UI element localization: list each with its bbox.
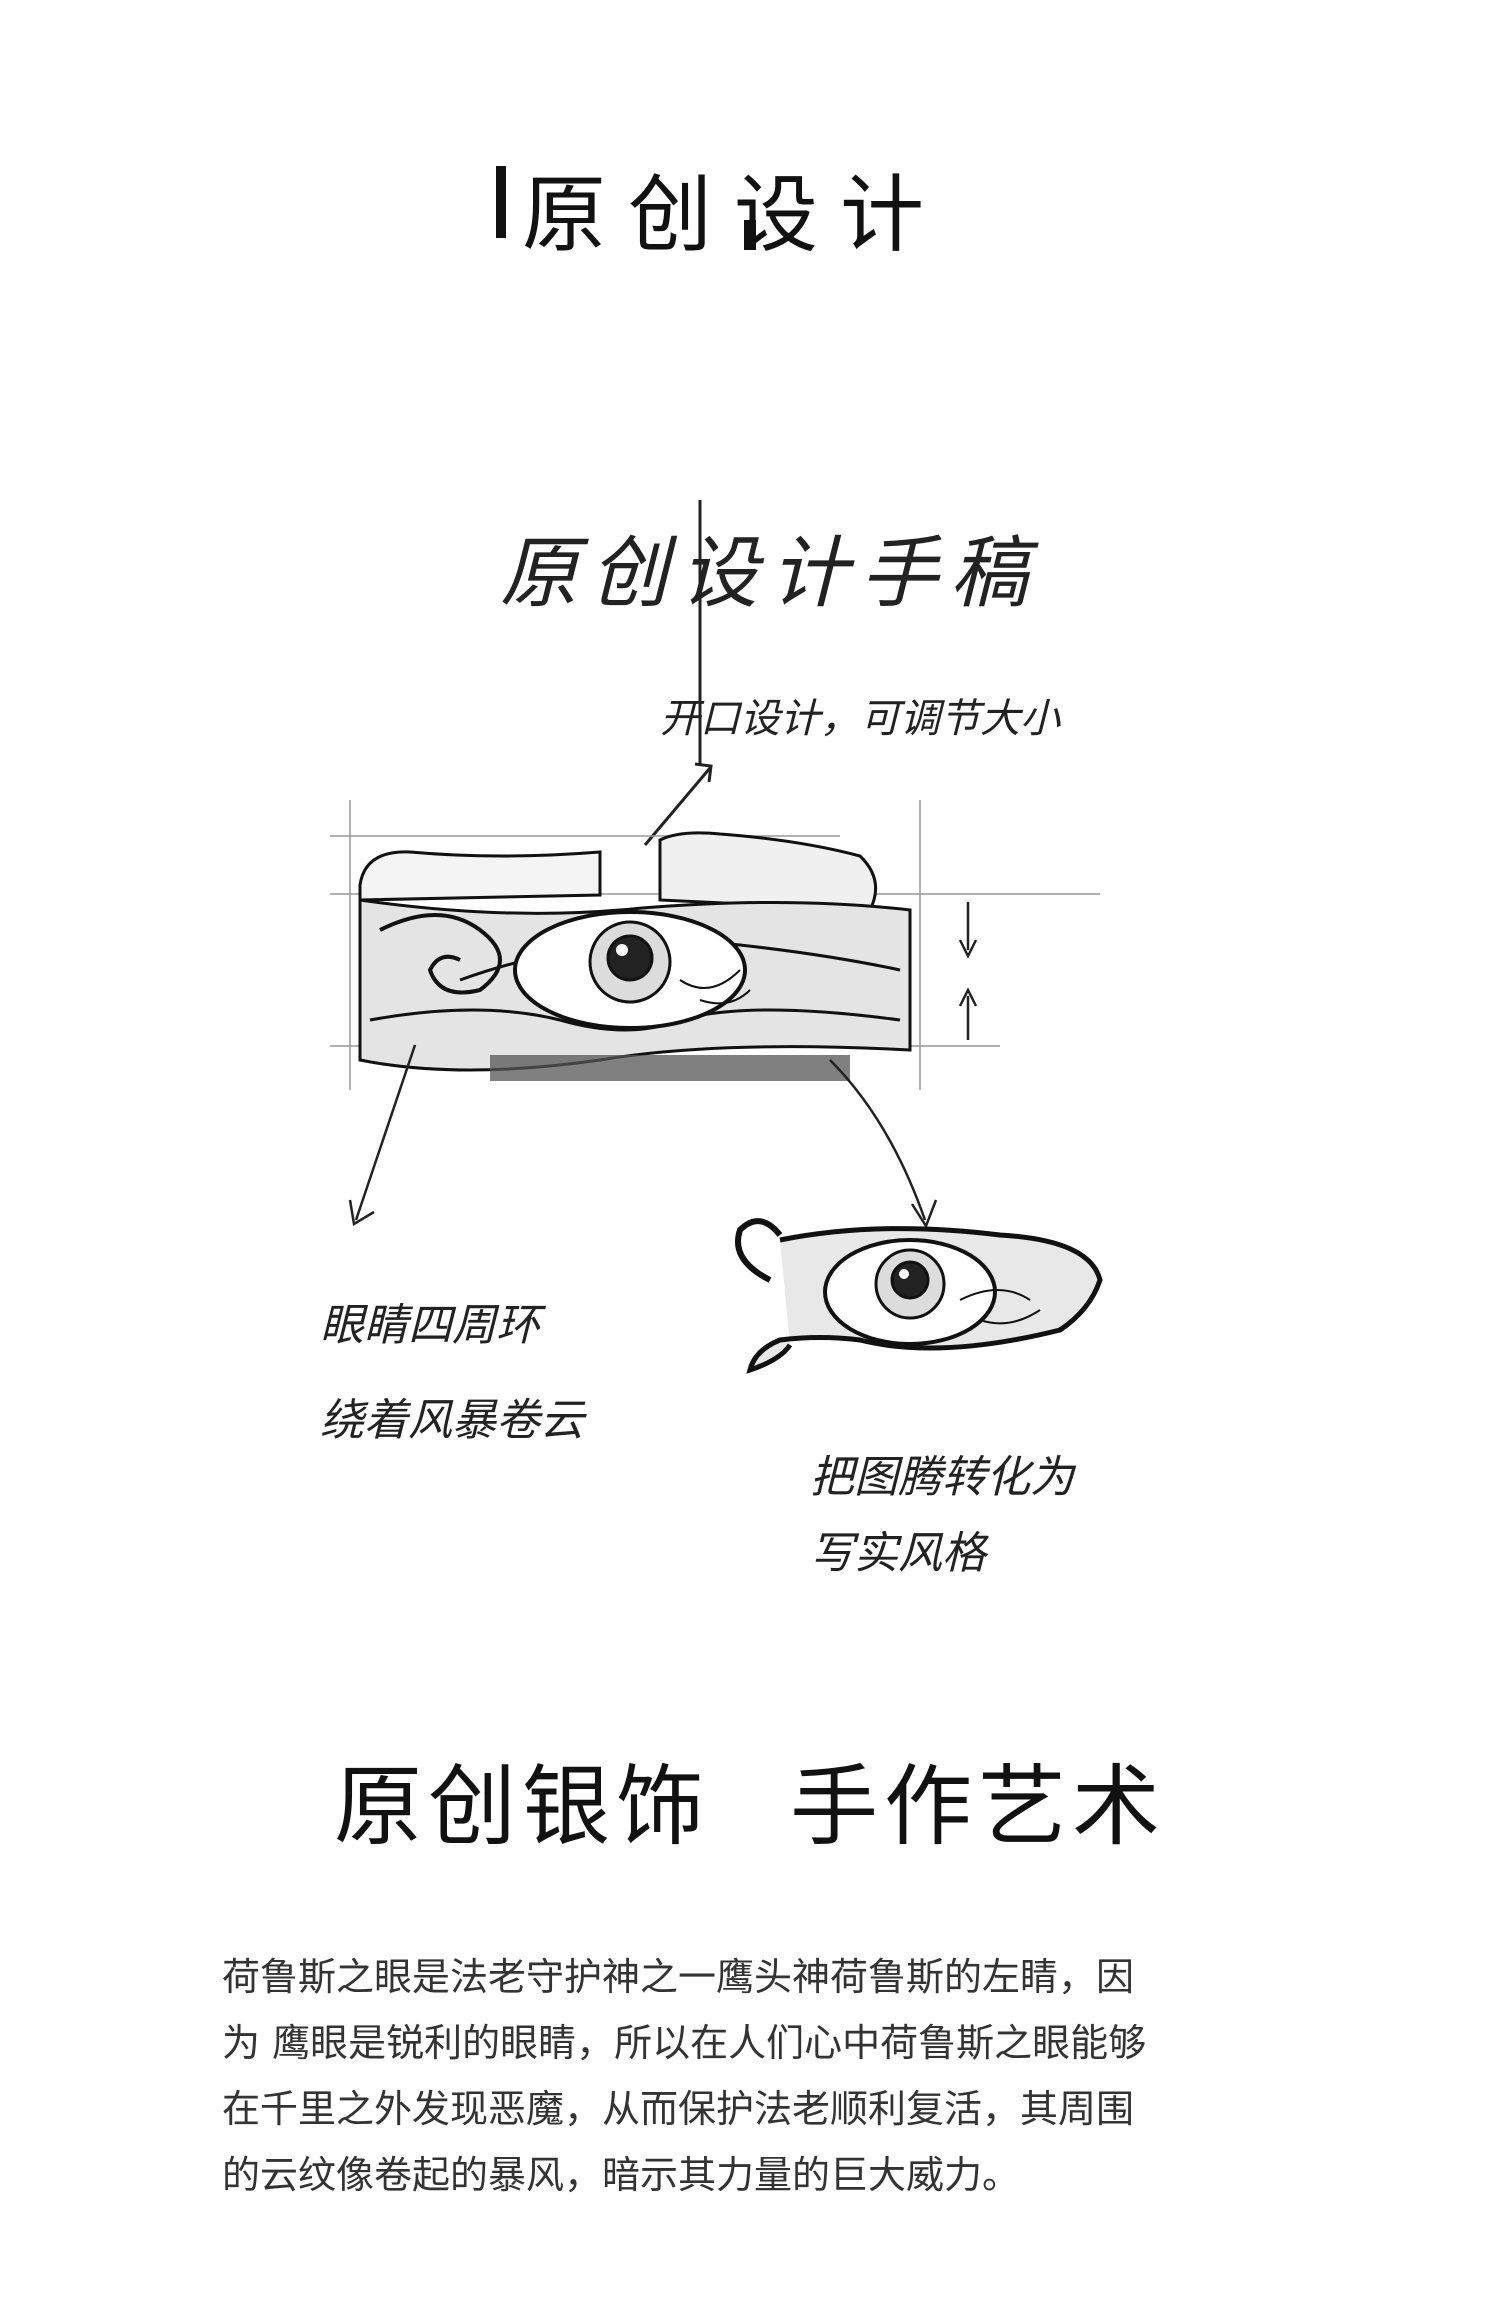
sketch-note-totem: 把图腾转化为 (810, 1452, 1077, 1503)
header-accent-dot (744, 220, 756, 250)
arrow-icon (643, 500, 713, 846)
description-line: 在千里之外发现恶魔，从而保护法老顺利复活，其周围 (222, 2087, 1135, 2131)
description-line: 的云纹像卷起的暴风，暗示其力量的巨大威力。 (222, 2153, 1021, 2197)
ring-sketch-icon (358, 831, 912, 1081)
headline-part-1: 原创银饰 (333, 1755, 710, 1858)
sketch-note-eye: 眼睛四周环 (320, 1300, 547, 1351)
design-sketch: 原创设计手稿 开口设计，可调节大小 (300, 500, 1200, 1620)
dimension-arrows (958, 902, 978, 1040)
section-header: 原创设计 (0, 160, 1500, 280)
description: 荷鲁斯之眼是法老守护神之一鹰头神荷鲁斯的左睛，因 为 鹰眼是锐利的眼睛，所以在人… (222, 1944, 1232, 2208)
headline-part-2: 手作艺术 (790, 1755, 1167, 1858)
sketch-title: 原创设计手稿 (500, 529, 1040, 619)
headline: 原创银饰手作艺术 (0, 1752, 1500, 1862)
description-line: 荷鲁斯之眼是法老守护神之一鹰头神荷鲁斯的左睛，因 (222, 1955, 1135, 1999)
pointer-arrows (348, 1044, 938, 1229)
header-accent-bar (496, 166, 506, 238)
sketch-note-storm: 绕着风暴卷云 (320, 1395, 587, 1446)
section-title: 原创设计 (522, 166, 947, 264)
eye-sketch-icon (735, 1218, 1103, 1374)
description-line: 为 鹰眼是锐利的眼睛，所以在人们心中荷鲁斯之眼能够 (222, 2021, 1147, 2065)
sketch-note-realistic: 写实风格 (810, 1528, 989, 1579)
sketch-note-opening: 开口设计，可调节大小 (660, 696, 1061, 742)
